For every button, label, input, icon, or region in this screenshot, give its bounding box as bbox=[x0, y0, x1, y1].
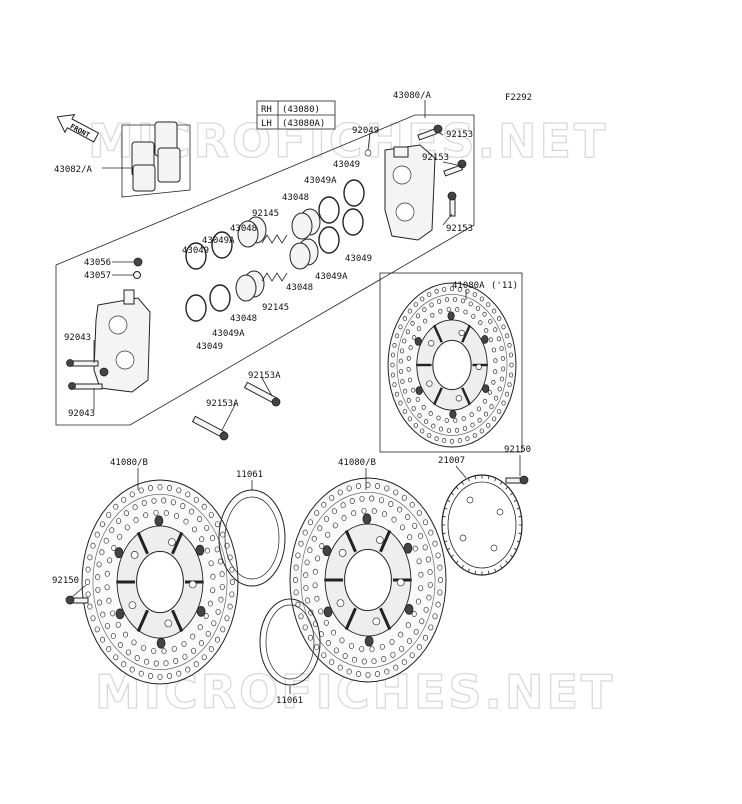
label-disc-left: 41080/B bbox=[110, 458, 148, 468]
label-piston-43048-1: 43048 bbox=[282, 193, 309, 203]
bolt-92153A-a bbox=[243, 381, 281, 407]
label-washer-92049: 92049 bbox=[352, 126, 379, 136]
side-table: RH (43080) LH (43080A) bbox=[256, 100, 336, 130]
brake-pads bbox=[131, 121, 181, 192]
bolt-92043-a bbox=[66, 359, 99, 367]
brake-disc-inset bbox=[387, 282, 517, 448]
diagram-code: F2292 bbox=[505, 93, 532, 103]
label-spring-92145-b: 92145 bbox=[262, 303, 289, 313]
piston-seal bbox=[209, 284, 231, 312]
piston-seal bbox=[185, 242, 207, 270]
label-shim-top: 11061 bbox=[236, 470, 263, 480]
bolt-92153-bottom bbox=[447, 191, 457, 217]
label-bolt-92043-b: 92043 bbox=[68, 409, 95, 419]
label-shim-bottom: 11061 bbox=[276, 696, 303, 706]
label-caliper-assy: 43080/A bbox=[393, 91, 432, 101]
side-lh-part: (43080A) bbox=[282, 119, 325, 129]
label-bleeder: 43056 bbox=[84, 258, 111, 268]
label-bolt-92153-c: 92153 bbox=[446, 224, 473, 234]
label-bolt-92153A-a: 92153A bbox=[248, 371, 281, 381]
shim-bottom bbox=[259, 598, 321, 686]
piston bbox=[291, 208, 321, 240]
caliper-half-outer bbox=[384, 144, 436, 241]
bolt-92150-right bbox=[505, 475, 529, 485]
bleeder-cap bbox=[133, 271, 141, 279]
part-labels: 43080/A 43082/A 43056 43057 92043 92043 … bbox=[52, 91, 531, 706]
piston bbox=[237, 216, 267, 248]
piston-seal bbox=[318, 196, 340, 224]
bolt-92150-left bbox=[65, 595, 89, 605]
label-piston-43048-3: 43048 bbox=[286, 283, 313, 293]
piston-seal bbox=[343, 179, 365, 207]
disc-inset-box bbox=[379, 272, 523, 453]
side-rh-part: (43080) bbox=[282, 105, 320, 115]
label-seal-43049-4: 43049 bbox=[196, 342, 223, 352]
bolt-92153A-b bbox=[191, 415, 229, 441]
bolt-92153-middle bbox=[443, 159, 467, 177]
piston bbox=[235, 270, 265, 302]
label-bolt-92153A-b: 92153A bbox=[206, 399, 239, 409]
leader-lines bbox=[71, 100, 521, 694]
label-piston-43048-4: 43048 bbox=[230, 314, 257, 324]
piston-seal bbox=[185, 294, 207, 322]
label-bolt-92150-right: 92150 bbox=[504, 445, 531, 455]
label-seal-43049A-4: 43049A bbox=[212, 329, 245, 339]
label-bolt-92153-b: 92153 bbox=[422, 153, 449, 163]
piston-seal-group bbox=[185, 179, 365, 322]
piston-seal bbox=[318, 226, 340, 254]
bolt-92043-b bbox=[68, 382, 103, 390]
spring-92145-upper bbox=[261, 234, 288, 244]
abs-sensor-ring bbox=[441, 474, 523, 576]
piston-seal bbox=[211, 231, 233, 259]
bolt-92153-top bbox=[417, 124, 443, 141]
label-seal-43049A-3: 43049A bbox=[202, 236, 235, 246]
label-piston-43048-2: 43048 bbox=[230, 224, 257, 234]
label-seal-43049A-1: 43049A bbox=[304, 176, 337, 186]
label-seal-43049-3: 43049 bbox=[182, 246, 209, 256]
label-disc-inset: 41080A bbox=[452, 281, 485, 291]
label-seal-43049-2: 43049 bbox=[345, 254, 372, 264]
side-rh: RH bbox=[261, 105, 272, 115]
label-disc-center: 41080/B bbox=[338, 458, 376, 468]
brake-disc-center bbox=[289, 477, 447, 683]
bleeder-valve bbox=[133, 257, 143, 267]
label-pad-set: 43082/A bbox=[54, 165, 93, 175]
label-bolt-92150-left: 92150 bbox=[52, 576, 79, 586]
label-spring-92145-a: 92145 bbox=[252, 209, 279, 219]
spring-92145-lower bbox=[261, 272, 288, 282]
side-lh: LH bbox=[261, 119, 272, 129]
caliper-assembly-outline bbox=[55, 114, 475, 426]
label-bolt-92043-a: 92043 bbox=[64, 333, 91, 343]
piston bbox=[289, 238, 319, 270]
caliper-half-inner bbox=[93, 289, 151, 393]
label-sensor-ring: 21007 bbox=[438, 456, 465, 466]
label-bleeder-cap: 43057 bbox=[84, 271, 111, 281]
label-seal-43049-1: 43049 bbox=[333, 160, 360, 170]
label-disc-inset-note: ('11) bbox=[491, 281, 518, 291]
label-seal-43049A-2: 43049A bbox=[315, 272, 348, 282]
brake-disc-left bbox=[81, 479, 239, 685]
piston-seal bbox=[342, 208, 364, 236]
washer bbox=[364, 149, 372, 157]
label-bolt-92153-a: 92153 bbox=[446, 130, 473, 140]
